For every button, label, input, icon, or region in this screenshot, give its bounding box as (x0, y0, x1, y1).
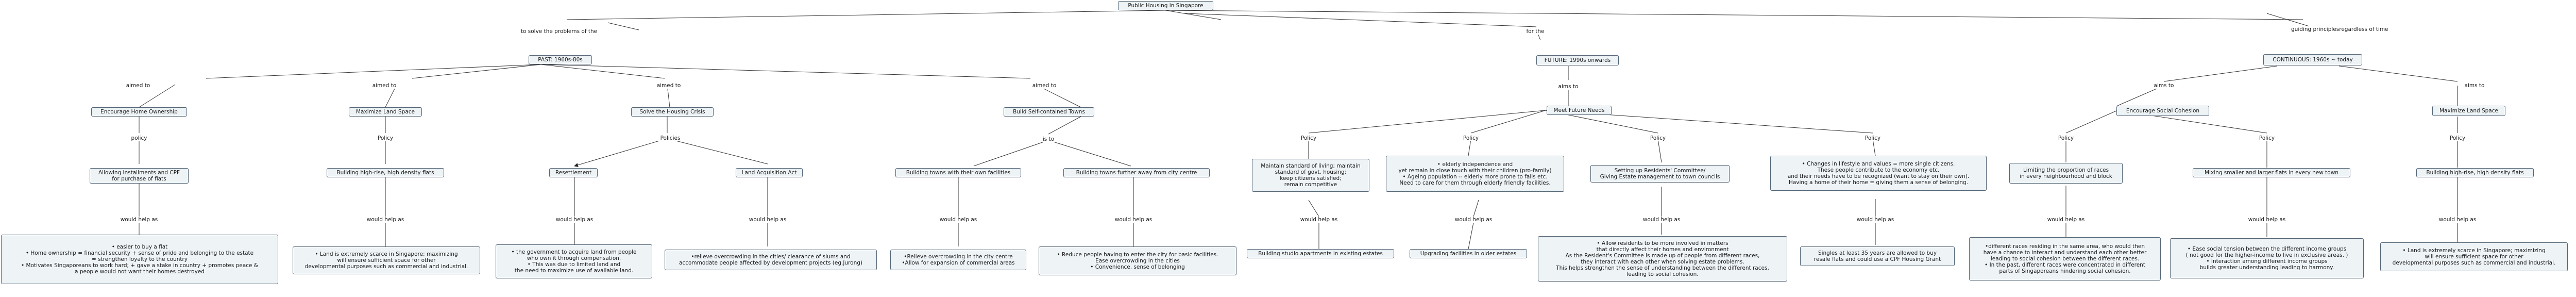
past-node: PAST: 1960s-80s (529, 55, 592, 64)
residents-involved-node: • Allow residents to be more involved in… (1538, 236, 1787, 282)
edge-label-policy-c3: Policy (2447, 135, 2468, 141)
edge-label-policy-c1: Policy (2056, 135, 2076, 141)
edge-label-policy-f4: Policy (1862, 135, 1883, 141)
edge-label-policy-f3: Policy (1648, 135, 1668, 141)
edge-label-help-12: would help as (2241, 217, 2293, 223)
high-rise-flats-node-1: Building high-rise, high density flats (327, 168, 444, 177)
ease-social-tension-node: • Ease social tension between the differ… (2170, 238, 2364, 278)
land-scarce-node-1: • Land is extremely scarce in Singapore;… (293, 246, 480, 274)
different-races-node: •different races residing in the same ar… (1969, 237, 2161, 280)
encourage-home-ownership-node: Encourage Home Ownership (91, 107, 187, 117)
continuous-node: CONTINUOUS: 1960s ~ today (2263, 54, 2362, 65)
edge-label-aimed-to-3: aimed to (653, 82, 684, 89)
edge-label-policy-1: policy (129, 135, 149, 141)
edge-label-aimed-to-2: aimed to (369, 82, 400, 89)
towns-further-away-node: Building towns further away from city ce… (1063, 168, 1210, 177)
future-node: FUTURE: 1990s onwards (1536, 55, 1619, 65)
edge-label-help-3: would help as (549, 217, 600, 223)
land-scarce-node-2: • Land is extremely scarce in Singapore;… (2380, 242, 2568, 271)
studio-apartments-node: Building studio apartments in existing e… (1247, 249, 1394, 258)
edge-label-help-2: would help as (360, 217, 411, 223)
edge-label-policy-f2: Policy (1461, 135, 1481, 141)
edge-label-policy-f1: Policy (1298, 135, 1319, 141)
meet-future-needs-node: Meet Future Needs (1547, 106, 1612, 115)
land-acquisition-act-node: Land Acquisition Act (736, 168, 803, 177)
upgrading-facilities-node: Upgrading facilities in older estates (1410, 249, 1527, 258)
reduce-people-entering-node: • Reduce people having to enter the city… (1039, 246, 1236, 275)
high-rise-flats-node-2: Building high-rise, high density flats (2416, 168, 2534, 177)
mixing-flats-node: Mixing smaller and larger flats in every… (2193, 168, 2350, 177)
lifestyle-changes-node: • Changes in lifestyle and values = more… (1770, 156, 1987, 191)
edge-label-help-6: would help as (1108, 217, 1159, 223)
edge-label-help-4: would help as (742, 217, 793, 223)
acquire-land-node: • the government to acquire land from pe… (496, 244, 652, 278)
maximize-land-space-node-2: Maximize Land Space (2432, 106, 2505, 116)
edge-label-to-solve: to solve the problems of the (515, 28, 603, 35)
edge-label-help-11: would help as (2040, 217, 2092, 223)
edge-label-guiding: guiding principlesregardless of time (2290, 26, 2388, 32)
edge-label-is-to: is to (1038, 136, 1059, 142)
edge-label-aims-to-cont-2: aims to (2459, 82, 2490, 89)
edge-label-aims-to-cont-1: aims to (2148, 82, 2179, 89)
maximize-land-space-node-1: Maximize Land Space (349, 107, 422, 117)
edge-label-aimed-to-4: aimed to (1029, 82, 1060, 89)
resettlement-node: Resettlement (549, 168, 598, 177)
relieve-overcrowding-node: •relieve overcrowding in the cities/ cle… (665, 250, 877, 270)
build-self-contained-towns-node: Build Self-contained Towns (1004, 107, 1094, 117)
edge-label-help-5: would help as (933, 217, 984, 223)
solve-housing-crisis-node: Solve the Housing Crisis (631, 107, 714, 117)
edge-label-policies: Policies (657, 135, 684, 141)
edge-label-aims-to-future: aims to (1553, 84, 1584, 90)
edge-label-help-13: would help as (2432, 217, 2483, 223)
edge-label-help-8: would help as (1448, 217, 1499, 223)
edge-label-policy-2: Policy (375, 135, 396, 141)
encourage-social-cohesion-node: Encourage Social Cohesion (2116, 106, 2209, 116)
towns-own-facilities-node: Building towns with their own facilities (895, 168, 1021, 177)
easier-to-buy-node: • easier to buy a flat• Home ownership =… (1, 235, 278, 284)
edge-label-help-7: would help as (1293, 217, 1345, 223)
edge-label-aimed-to-1: aimed to (123, 82, 154, 89)
root-node: Public Housing in Singapore (1118, 1, 1213, 10)
edge-label-help-10: would help as (1850, 217, 1901, 223)
edge-label-help-9: would help as (1636, 217, 1687, 223)
edge-label-policy-c2: Policy (2257, 135, 2277, 141)
edge-label-help-1: would help as (113, 217, 165, 223)
edge-label-for-the: for the (1520, 28, 1551, 35)
relieve-city-centre-node: •Relieve overcrowding in the city centre… (890, 250, 1026, 270)
residents-committee-node: Setting up Residents' Committee/Giving E… (1590, 165, 1730, 183)
singles-resale-node: Singles at least 35 years are allowed to… (1800, 246, 1955, 266)
